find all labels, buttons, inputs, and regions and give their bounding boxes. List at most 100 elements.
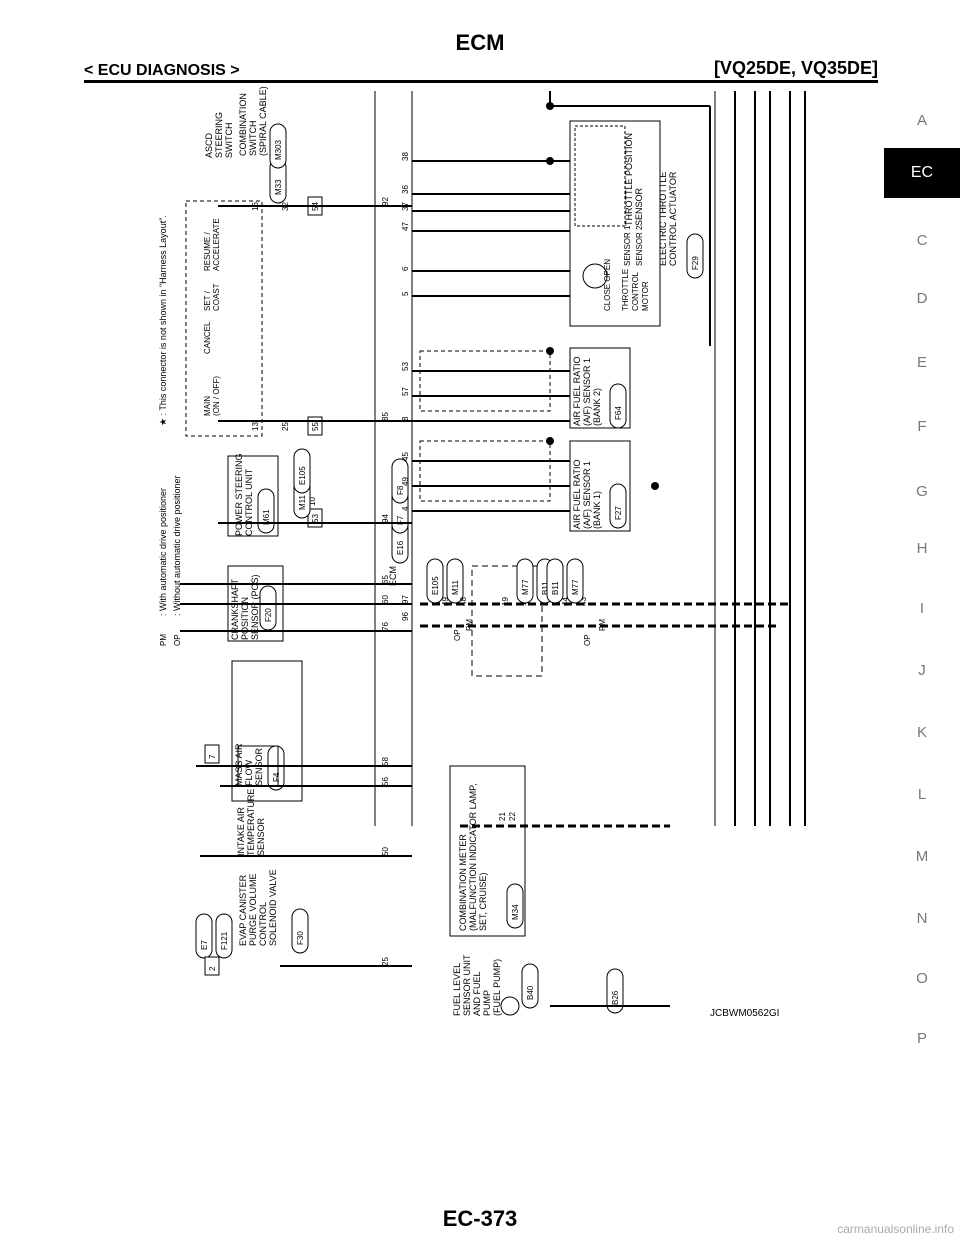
engine-label: [VQ25DE, VQ35DE] [713,58,878,78]
page-number: EC-373 [442,1206,518,1231]
ecm-pin-56-2: 56 [381,777,390,786]
side-tab-m[interactable]: M [915,848,929,865]
side-tab-a[interactable]: A [916,112,927,129]
header-rule [84,80,878,83]
conn-mux-b-1: B11 [541,581,550,595]
afs1-shield [419,440,551,502]
pin-evap-2-box [204,956,220,976]
ecm-pin-38-15: 38 [401,152,410,161]
fuel-pump-icon [500,996,520,1016]
side-tab-i[interactable]: I [919,600,925,617]
side-tab-c[interactable]: C [916,232,928,249]
junction-afs1-heater [651,482,659,490]
ecm-pin-94-7: 94 [381,514,390,523]
ecm-pin-60-5: 60 [381,595,390,604]
fuel-label-line-2: AND FUEL [472,971,482,1016]
motor-icon [582,263,608,289]
pin-53: 53 [311,514,320,523]
side-tab-j[interactable]: J [918,662,926,679]
side-tab-ec[interactable]: EC [884,148,960,198]
ecm-pin-47-12: 47 [401,222,410,231]
pin-10: 10 [308,497,317,506]
meter-label-line-2: SET, CRUISE) [478,872,488,931]
conn-mux-0: E105 [431,576,440,595]
conn-f30-badge [291,908,309,954]
side-tab-l[interactable]: L [917,786,927,803]
side-tab-k[interactable]: K [916,724,927,741]
side-tab-e[interactable]: E [916,354,927,371]
conn-m303: M303 [274,139,283,160]
ecm-pin-5-10: 5 [401,291,410,296]
conn-f29: F29 [691,256,700,270]
ecm-pin-76-4: 76 [381,622,390,631]
legend-op-code: OP [173,634,182,646]
afs1-label-line-0: AIR FUEL RATIO [572,459,582,529]
conn-mux-1-badge [446,558,464,604]
ecm-pin-97-23: 97 [401,595,410,604]
pin-evap-7-box [204,744,220,764]
switch-cancel-line-0: CANCEL [203,321,212,354]
conn-f4-badge [267,745,285,791]
afs1-label-line-1: (A/F) SENSOR 1 [582,461,592,529]
afs2-box [569,347,631,429]
motor-label-line-2: MOTOR [641,281,650,311]
motor-label-line-1: CONTROL [631,271,640,311]
switch-set-line-1: COAST [212,283,221,311]
meter-pins-line-0: 21 [498,812,507,821]
pin-evap-7: 7 [208,754,217,759]
conn-b40: B40 [526,985,535,1000]
side-tab-g[interactable]: G [916,483,928,500]
ecm-pin-85-8: 85 [381,412,390,421]
ascd-label-line-2: SWITCH [224,123,234,159]
ecm-pin-49-20: 49 [401,477,410,486]
mux-frame [471,565,543,677]
conn-e105-badge [293,448,311,494]
crank-label-line-1: POSITION [240,597,250,640]
ecm-pin-8-16: 8 [401,416,410,421]
side-tab-f[interactable]: F [917,418,927,435]
motor-dir: CLOSE OPEN [603,259,612,311]
ecm-pin-57-17: 57 [401,387,410,396]
conn-mux-c-1: M77 [571,579,580,595]
conn-f7: F7 [396,515,405,525]
ecm-pin-65-6: 65 [381,575,390,584]
pin-13: 13 [251,422,260,431]
side-tab-n[interactable]: N [916,910,928,927]
pin-55: 55 [311,422,320,431]
side-tab-o[interactable]: O [916,970,928,987]
conn-b40-badge [521,963,539,1009]
comb-switch-label-line-2: (SPIRAL CABLE) [258,86,268,156]
mux-pin-a-line-0: 49 [441,597,450,606]
side-tab-p[interactable]: P [916,1030,927,1047]
maf-label-line-1: FLOW [244,759,254,786]
mux-pin-b-line-0: 19 [501,597,510,606]
afs1-box [569,440,631,532]
comb-switch-label-line-1: SWITCH [248,121,258,157]
conn-f30: F30 [296,931,305,945]
conn-mux-c-0: B11 [551,581,560,595]
switch-main-line-0: MAIN [203,396,212,416]
conn-m11: M11 [298,494,307,510]
evap-label-line-2: CONTROL [258,902,268,946]
crank-label-line-0: CRANKSHAFT [230,578,240,640]
conn-mux-b-0-badge [516,558,534,604]
iat-label-line-1: TEMPERATURE [246,789,256,856]
iat-label-line-0: INTAKE AIR [236,807,246,856]
conn-m303-badge [269,123,287,169]
conn-f27-badge [609,483,627,529]
page-title: ECM [455,30,505,55]
conn-mux-c-0-badge [546,558,564,604]
conn-f8: F8 [396,485,405,495]
side-tab-d[interactable]: D [916,290,928,307]
iat-label-line-2: SENSOR [256,817,266,856]
etc-box [569,120,661,327]
conn-e105: E105 [298,466,307,485]
conn-f121-badge [215,913,233,959]
ps-unit-label-line-1: CONTROL UNIT [244,468,254,536]
motor-label-line-0: THROTTLE [621,269,630,311]
side-tab-h[interactable]: H [916,540,928,557]
mux-pin-c-line-0: 44 [561,597,570,606]
switch-main-line-1: (ON / OFF) [212,376,221,416]
conn-mux-b-0: M77 [521,579,530,595]
ecm-pin-45-21: 45 [401,452,410,461]
